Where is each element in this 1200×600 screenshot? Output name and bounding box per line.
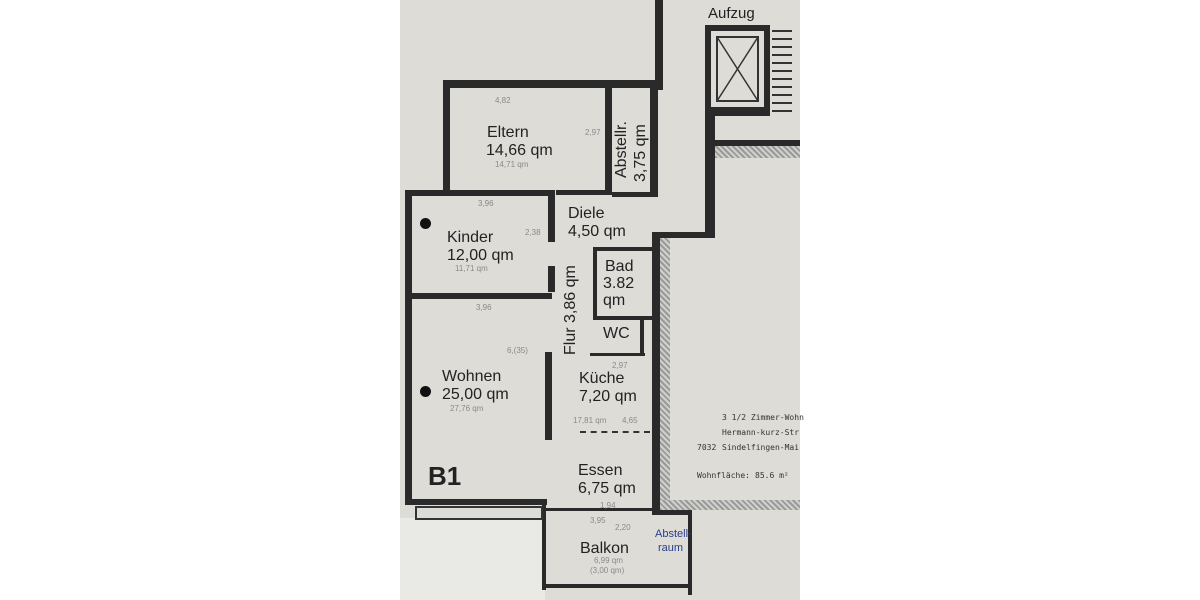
- info-street: Hermann-kurz-Str: [722, 428, 800, 437]
- handwritten-note: 2,97: [585, 128, 601, 137]
- balcony-railing: [415, 506, 543, 520]
- handwritten-note: 11,71 qm: [455, 264, 488, 273]
- room-bad-name: Bad: [605, 258, 634, 275]
- room-flur-name: Flur: [562, 327, 579, 355]
- room-abstellr-area: 3,75 qm: [632, 124, 649, 182]
- elevator-label: Aufzug: [708, 5, 755, 22]
- handwritten-note: 27,76 qm: [450, 404, 484, 413]
- stairs: [772, 30, 792, 112]
- radiator-marker: [420, 386, 431, 397]
- handwritten-note: 6,99 qm: [594, 556, 623, 565]
- room-kueche-area: 7,20 qm: [579, 388, 637, 405]
- handwritten-note: 2,20: [615, 523, 631, 532]
- handwritten-note: 14,71 qm: [495, 160, 529, 169]
- room-bad-unit: qm: [603, 292, 626, 309]
- room-eltern-name: Eltern: [487, 124, 529, 141]
- handwritten-note: 4,65: [622, 416, 638, 425]
- elevator-shaft: [705, 25, 770, 113]
- handwritten-note: 2,38: [525, 228, 541, 237]
- paper-corner: [400, 518, 545, 600]
- room-wohnen-area: 25,00 qm: [442, 386, 509, 403]
- handwritten-note: 6,(35): [507, 346, 528, 355]
- handwritten-note: 1,94: [600, 501, 616, 510]
- room-bad-area: 3.82: [603, 275, 635, 292]
- room-wc-name: WC: [603, 325, 630, 342]
- info-zip: 7032: [697, 443, 717, 452]
- room-flur-area: 3,86 qm: [562, 265, 579, 323]
- handwritten-abstellraum: Abstell-: [655, 528, 692, 540]
- info-city: Sindelfingen-Mai: [722, 443, 800, 452]
- handwritten-note: 4,82: [495, 96, 511, 105]
- room-kinder-area: 12,00 qm: [447, 247, 514, 264]
- room-balkon-name: Balkon: [580, 540, 629, 557]
- handwritten-note: 17,81 qm: [573, 416, 607, 425]
- handwritten-raum: raum: [658, 542, 684, 554]
- room-wohnen-name: Wohnen: [442, 368, 502, 385]
- room-kueche-name: Küche: [579, 370, 625, 387]
- apartment-label: B1: [428, 461, 462, 491]
- handwritten-note: 3,96: [478, 199, 494, 208]
- handwritten-note: 3,96: [476, 303, 492, 312]
- info-apartment-type: 3 1/2 Zimmer-Wohn: [722, 413, 804, 422]
- room-flur-label: Flur 3,86 qm: [562, 265, 580, 355]
- info-area-label: Wohnfläche:: [697, 471, 750, 480]
- room-essen-name: Essen: [578, 462, 623, 479]
- room-kinder-name: Kinder: [447, 229, 494, 246]
- elevator-cross-icon: [716, 36, 759, 102]
- room-diele-area: 4,50 qm: [568, 223, 626, 240]
- handwritten-note: (3,00 qm): [590, 566, 625, 575]
- handwritten-note: 3,95: [590, 516, 606, 525]
- room-essen-area: 6,75 qm: [578, 480, 636, 497]
- info-area-value: 85.6 m²: [755, 471, 789, 480]
- kitchen-divider-dashed: [580, 431, 650, 433]
- room-abstellr-name: Abstellr.: [613, 121, 630, 178]
- room-diele-name: Diele: [568, 205, 605, 222]
- handwritten-note: 2,97: [612, 361, 628, 370]
- room-eltern-area: 14,66 qm: [486, 142, 553, 159]
- radiator-marker: [420, 218, 431, 229]
